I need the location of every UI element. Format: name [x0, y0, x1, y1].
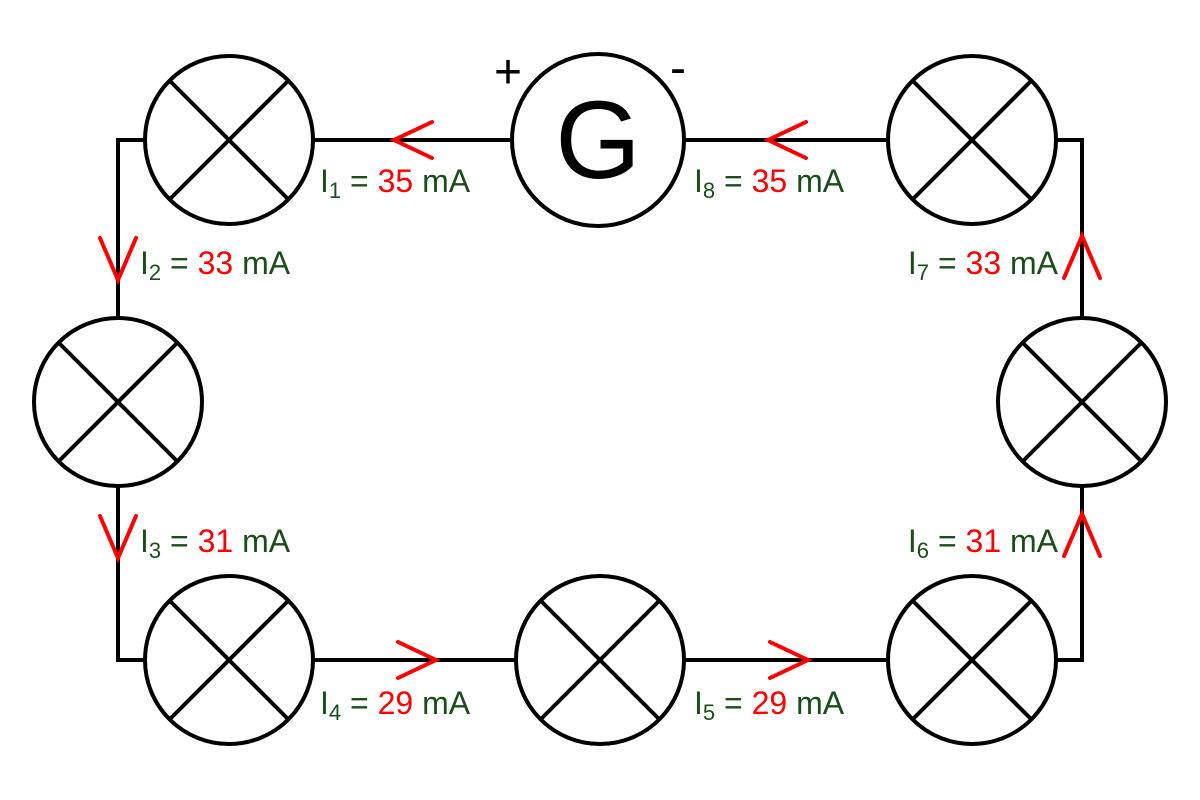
arrow-down-icon — [98, 514, 138, 564]
generator-plus-terminal: + — [494, 46, 522, 99]
arrow-up-icon — [1062, 230, 1102, 280]
lamp — [143, 574, 315, 746]
arrow-up-icon — [1062, 508, 1102, 558]
lamp — [886, 54, 1058, 226]
arrow-left-icon — [763, 120, 808, 160]
current-label-i8: I8 = 35 mA — [694, 163, 845, 203]
wire-bottom-right — [1056, 485, 1084, 662]
lamp — [996, 316, 1168, 488]
current-label-i3: I3 = 31 mA — [140, 523, 291, 563]
current-label-i6: I6 = 31 mA — [908, 523, 1059, 563]
current-label-i5: I5 = 29 mA — [694, 685, 845, 725]
current-label-i1: I1 = 35 mA — [320, 163, 471, 203]
arrow-left-icon — [389, 120, 434, 160]
circuit-wires — [116, 138, 1084, 662]
generator: G + - — [494, 42, 686, 228]
wire-top-right — [1056, 138, 1084, 320]
current-label-i4: I4 = 29 mA — [320, 685, 471, 725]
lamp — [32, 316, 204, 488]
arrow-right-icon — [768, 640, 813, 680]
lamp — [886, 574, 1058, 746]
current-label-i7: I7 = 33 mA — [908, 245, 1059, 285]
lamp — [143, 54, 315, 226]
wire-top-left — [116, 138, 145, 320]
wire-bottom-left — [116, 485, 145, 662]
current-arrows — [98, 120, 1102, 680]
generator-minus-terminal: - — [670, 42, 686, 95]
generator-letter: G — [555, 79, 641, 202]
current-label-i2: I2 = 33 mA — [140, 245, 291, 285]
lamp — [514, 574, 686, 746]
arrow-right-icon — [396, 640, 441, 680]
arrow-down-icon — [98, 236, 138, 286]
generator-circle — [510, 52, 686, 228]
